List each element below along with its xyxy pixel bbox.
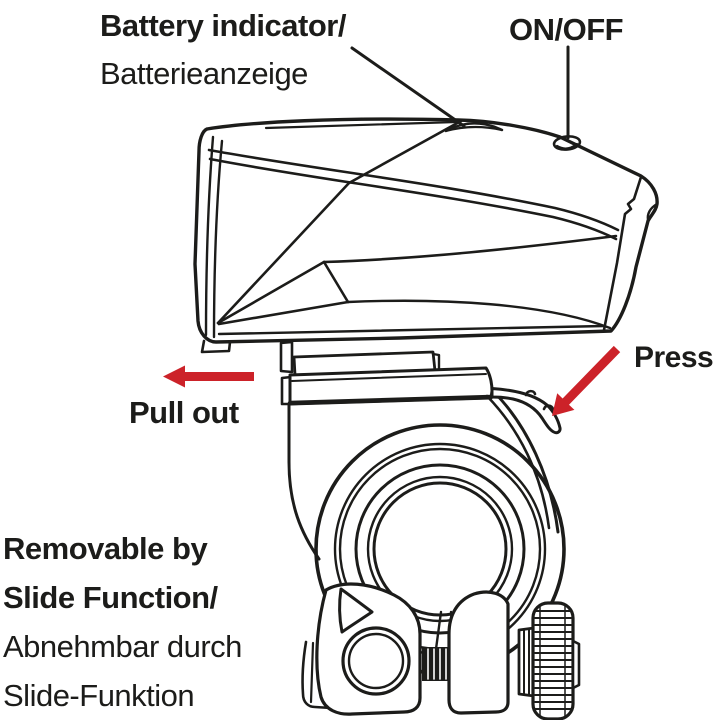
clamp-bolt-hole — [341, 626, 411, 696]
knurled-thumbscrew-wheel — [517, 601, 581, 720]
removable-label: Removable by Slide Function/ Abnehmbar d… — [3, 524, 242, 720]
lamp-housing — [193, 117, 659, 354]
clamp-body — [301, 582, 510, 716]
removable-label-en-2: Slide Function/ — [3, 580, 218, 615]
removable-label-en-1: Removable by — [3, 531, 208, 566]
pull-out-arrow — [163, 365, 254, 388]
on-off-button — [552, 135, 582, 151]
battery-leader-line — [350, 46, 466, 128]
battery-indicator-label-de: Batterieanzeige — [100, 56, 308, 91]
removable-label-de-2: Slide-Funktion — [3, 678, 195, 713]
release-latch-lever — [490, 387, 562, 435]
press-arrow — [552, 345, 621, 416]
clamp-triangle-cutout — [338, 587, 374, 634]
threaded-clamp-screw — [422, 647, 451, 681]
press-label: Press — [634, 341, 714, 374]
battery-indicator-window — [444, 122, 504, 133]
on-off-label: ON/OFF — [509, 12, 624, 47]
pull-out-label: Pull out — [129, 395, 239, 430]
battery-indicator-label-en: Battery indicator/ — [100, 8, 346, 43]
removable-label-de-1: Abnehmbar durch — [3, 629, 242, 664]
mount-bracket-rail — [279, 340, 562, 561]
battery-indicator-label: Battery indicator/ Batterieanzeige — [100, 2, 346, 98]
